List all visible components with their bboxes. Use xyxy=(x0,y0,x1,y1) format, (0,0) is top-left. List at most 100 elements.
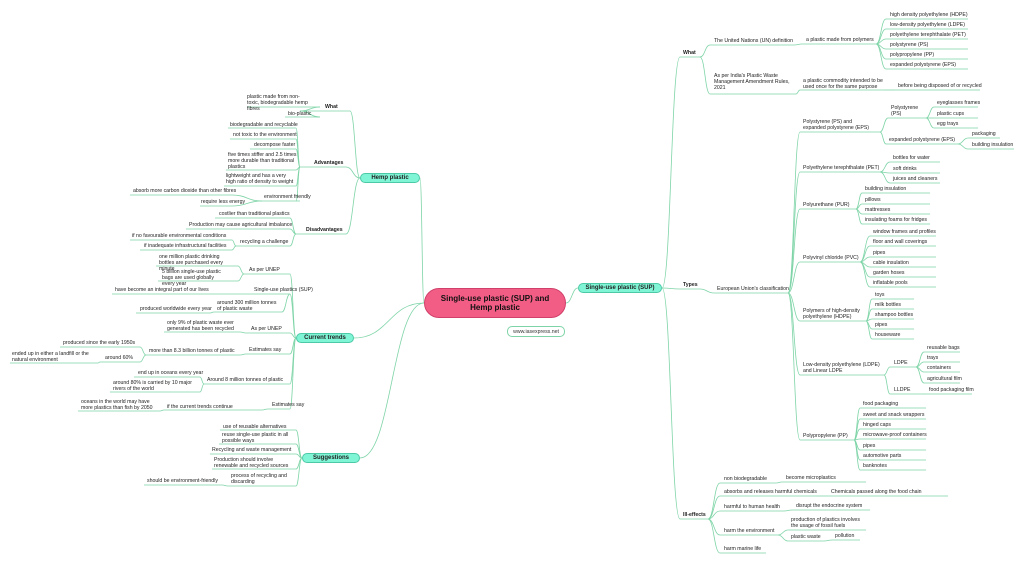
plastic-subtype: expanded polystyrene (EPS) xyxy=(889,137,956,143)
trends-item: produced worldwide every year xyxy=(140,306,212,312)
connector-line xyxy=(859,261,871,288)
sup-definition-item: a plastic made from polymers xyxy=(806,37,874,43)
connector-line xyxy=(199,383,205,393)
connector-line xyxy=(699,44,711,58)
trends-item: have become an integral part of our live… xyxy=(115,287,209,293)
trends-label: Estimates say xyxy=(249,347,282,353)
connector-line xyxy=(661,56,681,289)
plastic-use-item: agricultural film xyxy=(927,376,962,382)
connector-line xyxy=(883,366,891,376)
ill-effect-item: disrupt the endocrine system xyxy=(796,503,863,509)
connector-line xyxy=(883,374,891,395)
plastic-use-item: containers xyxy=(927,365,951,371)
trends-item: around 60% xyxy=(105,355,133,361)
connector-line xyxy=(237,265,245,275)
connector-line xyxy=(237,273,245,282)
connector-line xyxy=(661,287,681,520)
connector-line xyxy=(875,18,887,45)
connector-line xyxy=(855,208,863,225)
connector-line xyxy=(239,353,247,356)
trends-label: Estimates say xyxy=(272,402,305,408)
plastic-use-item: pipes xyxy=(875,322,888,328)
hemp-what-item: bio-plastic xyxy=(288,111,312,117)
suggestion-item: process of recycling and discarding xyxy=(231,473,287,485)
hemp-disadvantages-label: Disadvantages xyxy=(306,227,343,233)
connector-line xyxy=(139,346,147,356)
hemp-advantage-item: biodegradable and recyclable xyxy=(230,122,298,128)
connector-line xyxy=(97,361,101,364)
sup-definition-item: before being disposed of or recycled xyxy=(898,83,982,89)
plastic-use-item: cable insulation xyxy=(873,260,909,266)
connector-line xyxy=(295,457,303,487)
plastic-use-item: automotive parts xyxy=(863,453,902,459)
hemp-advantage-item: lightweight and has a very high ratio of… xyxy=(226,173,294,185)
trends-item: if the current trends continue xyxy=(167,404,233,410)
ill-effect-item: pollution xyxy=(835,533,855,539)
hemp-disadvantage-item: costlier than traditional plastics xyxy=(219,211,290,217)
hemp-what-item: plastic made from non-toxic, biodegradab… xyxy=(247,94,308,112)
node-current-trends[interactable]: Current trends xyxy=(296,333,354,343)
plastic-type-label: Polystyrene (PS) and expanded polystyren… xyxy=(803,119,870,131)
connector-line xyxy=(699,56,711,95)
hemp-advantage-item: not toxic to the environment xyxy=(233,132,297,138)
hemp-advantages-label: Advantages xyxy=(314,160,344,166)
plastic-use-item: pillows xyxy=(865,197,881,203)
central-topic[interactable]: Single-use plastic (SUP) and Hemp plasti… xyxy=(424,288,566,318)
plastic-subtype: Polystyrene (PS) xyxy=(891,105,919,117)
connector-line xyxy=(289,337,297,410)
connector-line xyxy=(795,89,801,95)
connector-line xyxy=(359,302,425,459)
ill-effect-item: non biodegradable xyxy=(724,476,767,482)
connector-line xyxy=(787,261,801,294)
trends-item: around 80% is carried by 10 major rivers… xyxy=(113,380,193,392)
hemp-advantage-item: require less energy xyxy=(201,199,246,205)
hemp-disadvantage-item: if inadequate infrastructural facilities xyxy=(144,243,227,249)
connector-line xyxy=(231,200,263,207)
sup-definition-item: a plastic commodity intended to be used … xyxy=(803,78,883,90)
connector-line xyxy=(707,482,721,520)
plastic-use-item: milk bottles xyxy=(875,302,901,308)
connector-line xyxy=(777,534,789,542)
connector-line xyxy=(231,239,237,247)
node-hemp-plastic[interactable]: Hemp plastic xyxy=(360,173,420,183)
trends-item: more than 8.3 billion tonnes of plastic xyxy=(149,348,235,354)
polymer-item: high density polyethylene (HDPE) xyxy=(890,12,968,18)
plastic-use-item: toys xyxy=(875,292,885,298)
node-single-use-plastic[interactable]: Single-use plastic (SUP) xyxy=(578,283,662,293)
plastic-use-item: building insulation xyxy=(865,186,907,192)
trends-label: As per UNEP xyxy=(251,326,282,332)
polymer-item: polystyrene (PS) xyxy=(890,42,929,48)
connector-line xyxy=(221,484,229,487)
connector-line xyxy=(139,354,147,363)
sup-definition-label: The United Nations (UN) definition xyxy=(714,38,794,44)
connector-line xyxy=(957,137,969,145)
suggestion-item: Production should involve renewable and … xyxy=(214,457,289,469)
plastic-use-item: bottles for water xyxy=(893,155,930,161)
connector-line xyxy=(793,43,803,46)
connector-line xyxy=(777,529,789,536)
connector-line xyxy=(231,245,237,251)
hemp-disadvantage-item: if no favourable environmental condition… xyxy=(132,233,227,239)
connector-line xyxy=(699,288,715,294)
plastic-use-item: floor and wall coverings xyxy=(873,239,928,245)
connector-line xyxy=(707,510,721,520)
sup-definition-label: As per India's Plastic Waste Management … xyxy=(714,73,790,91)
connector-line xyxy=(345,177,361,235)
plastic-use-item: hinged caps xyxy=(863,422,891,428)
hemp-disadvantage-item: Production may cause agricultural imbala… xyxy=(189,222,293,228)
node-suggestions[interactable]: Suggestions xyxy=(302,453,360,463)
plastic-use-item: trays xyxy=(927,355,939,361)
connector-line xyxy=(199,376,205,385)
plastic-use-item: inflatable pools xyxy=(873,280,908,286)
connector-line xyxy=(879,117,889,133)
connector-line xyxy=(925,106,935,119)
hemp-advantage-item: environment friendly xyxy=(264,194,311,200)
plastic-use-item: pipes xyxy=(873,250,886,256)
connector-line xyxy=(159,409,165,412)
connector-line xyxy=(707,495,721,520)
trends-label: As per UNEP xyxy=(249,267,280,273)
polymer-item: polypropylene (PP) xyxy=(890,52,935,58)
connector-line xyxy=(661,287,681,290)
connector-line xyxy=(865,320,873,340)
plastic-use-item: food packaging xyxy=(863,401,899,407)
